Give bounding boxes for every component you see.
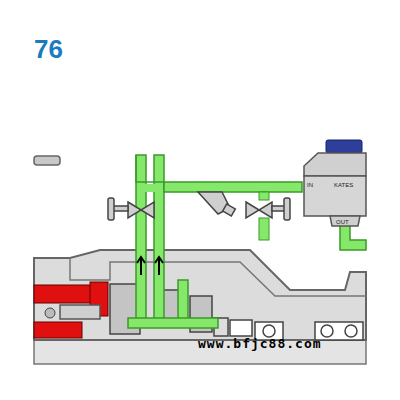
port-label: IN: [307, 182, 313, 188]
port-label: OUT: [336, 219, 349, 225]
brand-label: KATES: [334, 182, 353, 188]
plan-title: 76: [34, 34, 63, 65]
watermark: www.bfjc88.com: [198, 336, 322, 351]
